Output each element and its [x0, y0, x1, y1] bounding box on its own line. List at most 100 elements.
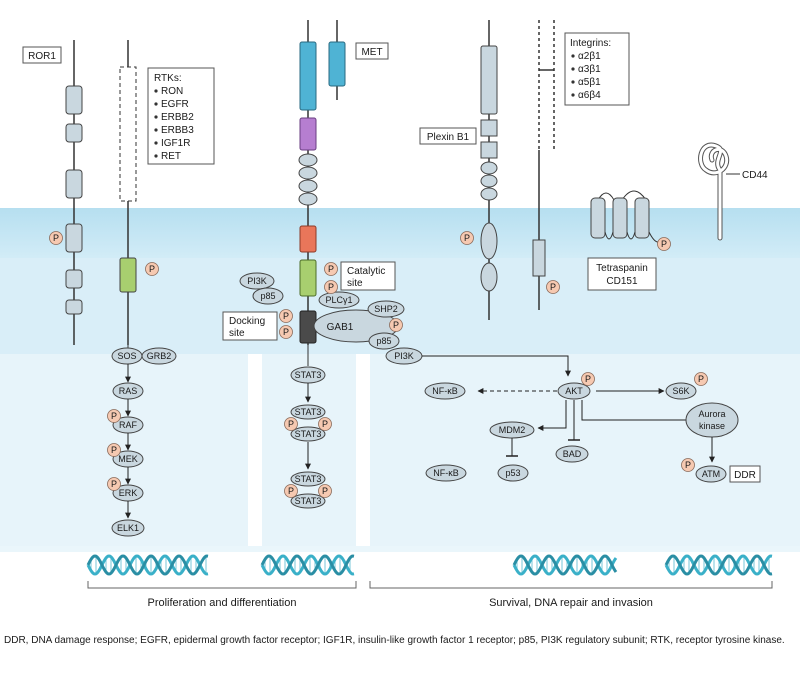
phosphate-marker [107, 409, 121, 423]
phosphate-label: P [685, 460, 691, 470]
svg-text:Aurora: Aurora [698, 409, 725, 419]
dna-helix [260, 554, 355, 576]
svg-text:MDM2: MDM2 [499, 425, 526, 435]
integrin-list-item: α3β1 [578, 64, 601, 75]
svg-text:MEK: MEK [118, 454, 138, 464]
svg-text:site: site [229, 328, 245, 339]
phosphate-label: P [322, 419, 328, 429]
phosphate-marker [657, 237, 671, 251]
svg-text:RAF: RAF [119, 420, 138, 430]
phosphate-marker [284, 417, 298, 431]
svg-text:ELK1: ELK1 [117, 523, 139, 533]
tetraspanin-label-2: CD151 [606, 276, 638, 287]
phosphate-marker [107, 443, 121, 457]
svg-text:STAT3: STAT3 [295, 496, 322, 506]
phosphate-label: P [698, 374, 704, 384]
pi3k-p85-complex: PI3K p85 [239, 272, 284, 305]
svg-text:p85: p85 [376, 336, 391, 346]
svg-text:Docking: Docking [229, 316, 265, 327]
met-label-box: MET [355, 42, 389, 60]
tetraspanin-label-1: Tetraspanin [596, 263, 648, 274]
phosphate-label: P [283, 311, 289, 321]
phosphate-marker [681, 458, 695, 472]
phosphate-label: P [550, 282, 556, 292]
integrin-list-item: α2β1 [578, 51, 601, 62]
integrin-list-bullet [571, 54, 575, 58]
rtk-list-item: RET [161, 151, 181, 162]
cd44: CD44 [698, 142, 768, 241]
outcome-brackets: Proliferation and differentiation Surviv… [87, 581, 773, 609]
ror1-label: ROR1 [28, 51, 56, 62]
phosphate-label: P [283, 327, 289, 337]
svg-text:AKT: AKT [565, 386, 583, 396]
svg-text:BAD: BAD [563, 449, 582, 459]
svg-text:PI3K: PI3K [247, 276, 267, 286]
phosphate-marker [389, 318, 403, 332]
phosphate-label: P [322, 486, 328, 496]
phosphate-marker [581, 372, 595, 386]
svg-text:SHP2: SHP2 [374, 304, 398, 314]
rtk-list-bullet [154, 89, 158, 93]
svg-text:p53: p53 [505, 468, 520, 478]
phosphate-label: P [464, 233, 470, 243]
svg-text:RAS: RAS [119, 386, 138, 396]
dna-strands [86, 554, 773, 576]
svg-text:GRB2: GRB2 [147, 351, 172, 361]
outcome-proliferation: Proliferation and differentiation [147, 597, 296, 609]
svg-text:ATM: ATM [702, 469, 720, 479]
svg-text:site: site [347, 278, 363, 289]
svg-text:p85: p85 [260, 291, 275, 301]
svg-text:SOS: SOS [117, 351, 136, 361]
rtks-title: RTKs: [154, 73, 182, 84]
svg-text:DDR: DDR [734, 470, 756, 481]
integrins-title: Integrins: [570, 38, 611, 49]
rtk-list-bullet [154, 102, 158, 106]
cd44-label: CD44 [742, 170, 768, 181]
plexin-label-box: Plexin B1 [419, 127, 477, 145]
phosphate-marker [460, 231, 474, 245]
rtk-list-bullet [154, 115, 158, 119]
dna-helix [664, 554, 773, 576]
phosphate-marker [546, 280, 560, 294]
phosphate-label: P [53, 233, 59, 243]
rtk-list-item: EGFR [161, 99, 189, 110]
figure-footnote: DDR, DNA damage response; EGFR, epiderma… [4, 635, 785, 646]
svg-text:NF-κB: NF-κB [432, 386, 458, 396]
phosphate-label: P [328, 282, 334, 292]
svg-text:PLCγ1: PLCγ1 [325, 295, 352, 305]
phosphate-marker [324, 262, 338, 276]
integrin-list-item: α5β1 [578, 77, 601, 88]
svg-text:STAT3: STAT3 [295, 429, 322, 439]
phosphate-marker [324, 280, 338, 294]
integrin-list-bullet [571, 80, 575, 84]
phosphate-label: P [288, 419, 294, 429]
integrin-receptor [532, 20, 555, 310]
integrin-list-bullet [571, 67, 575, 71]
nucleus-mid [262, 354, 356, 546]
met-receptor [298, 20, 346, 345]
rtk-list-item: ERBB2 [161, 112, 194, 123]
phosphate-marker [49, 231, 63, 245]
rtk-list-bullet [154, 128, 158, 132]
phosphate-label: P [111, 411, 117, 421]
svg-text:PI3K: PI3K [394, 351, 414, 361]
phosphate-label: P [111, 445, 117, 455]
phosphate-label: P [585, 374, 591, 384]
svg-text:GAB1: GAB1 [327, 322, 354, 333]
svg-text:STAT3: STAT3 [295, 474, 322, 484]
rtk-receptor [119, 40, 137, 345]
svg-text:STAT3: STAT3 [295, 370, 322, 380]
dna-helix [86, 554, 209, 576]
tetraspanin [590, 190, 659, 243]
phosphate-label: P [328, 264, 334, 274]
svg-text:kinase: kinase [699, 421, 725, 431]
docking-site-box: Docking site [222, 311, 278, 341]
phosphate-marker [318, 417, 332, 431]
phosphate-marker [694, 372, 708, 386]
phosphate-marker [145, 262, 159, 276]
